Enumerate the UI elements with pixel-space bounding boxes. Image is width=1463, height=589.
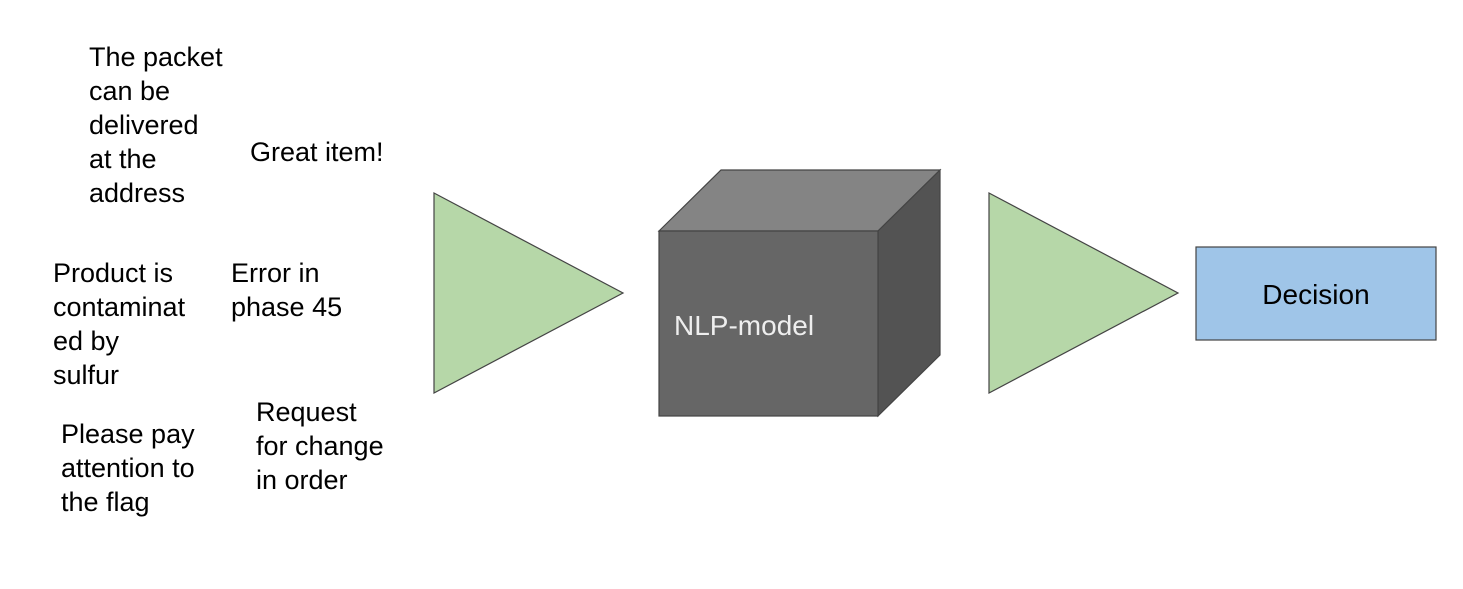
decision-label: Decision [1262, 279, 1369, 310]
nlp-model-cube: NLP-model [657, 168, 942, 418]
input-message: Great item! [250, 137, 384, 167]
input-message: Product is contaminat ed by sulfur [53, 258, 186, 390]
input-message: Request for change in order [256, 397, 384, 495]
decision-box: Decision [1195, 246, 1437, 341]
output-arrow [988, 192, 1180, 394]
model-label: NLP-model [674, 310, 814, 341]
input-message: Error in phase 45 [231, 258, 343, 322]
input-message: The packet can be delivered at the addre… [89, 42, 223, 208]
cube-front-face [658, 230, 879, 417]
input-message: Please pay attention to the flag [61, 419, 195, 517]
input-arrow [433, 192, 625, 394]
decision-rect [1195, 246, 1437, 341]
